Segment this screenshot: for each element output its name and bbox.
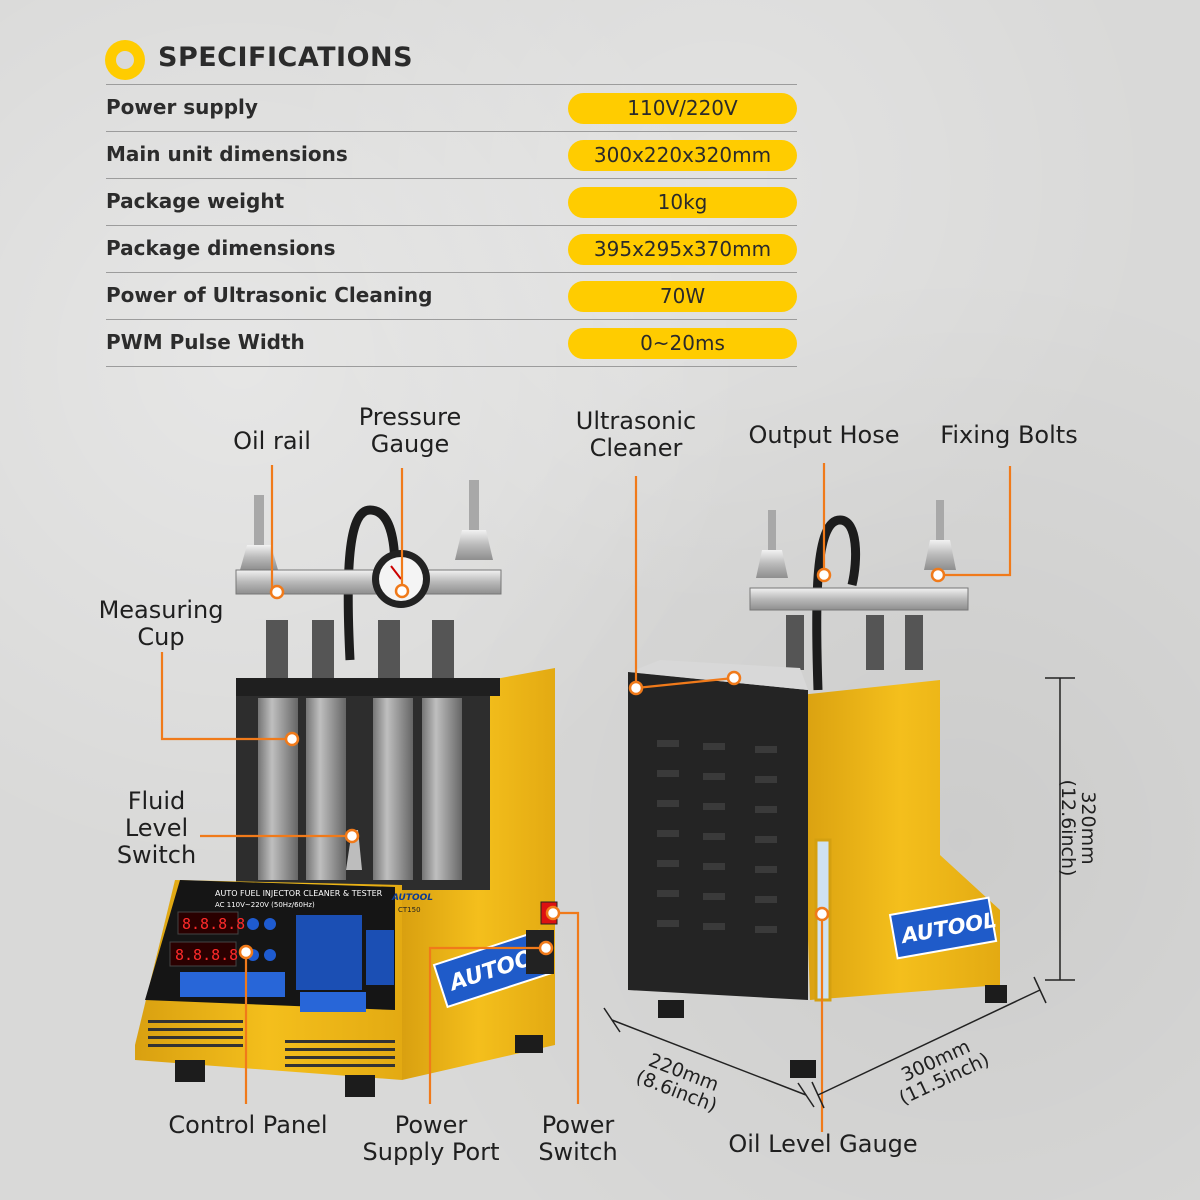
spec-value: 110V/220V xyxy=(568,93,797,124)
cup-tray xyxy=(236,678,500,696)
label-oil-level-gauge: Oil Level Gauge xyxy=(712,1131,934,1158)
label-output-hose: Output Hose xyxy=(736,422,912,449)
label-pressure-gauge: Pressure Gauge xyxy=(340,404,480,458)
label-fixing-bolts: Fixing Bolts xyxy=(928,422,1090,449)
label-text: Fixing Bolts xyxy=(940,421,1078,449)
injector xyxy=(312,620,334,680)
dimension-text: 320mm xyxy=(1077,791,1099,865)
label-text: Gauge xyxy=(370,430,450,458)
foot xyxy=(175,1060,205,1082)
label-text: Cleaner xyxy=(589,434,683,462)
label-control-panel: Control Panel xyxy=(157,1112,339,1139)
label-text: Supply Port xyxy=(362,1138,500,1166)
dimension-text: (12.6inch) xyxy=(1057,779,1079,877)
spec-row: Power supply 110V/220V xyxy=(106,84,797,131)
spec-value: 395x295x370mm xyxy=(568,234,797,265)
label-oil-rail: Oil rail xyxy=(220,428,324,455)
panel-button xyxy=(247,918,259,930)
spec-label: Power supply xyxy=(106,95,258,119)
function-list xyxy=(296,915,362,990)
threaded-rod-left xyxy=(254,495,264,555)
label-oil-rail-text: Oil rail xyxy=(233,427,311,455)
output-hose xyxy=(812,515,861,691)
label-text: Switch xyxy=(538,1138,618,1166)
measuring-cup xyxy=(258,698,298,880)
panel-title: AUTO FUEL INJECTOR CLEANER & TESTER xyxy=(215,889,383,898)
model-tag: CT150 xyxy=(398,906,421,914)
spec-label: Package dimensions xyxy=(106,236,336,260)
spec-label: Package weight xyxy=(106,189,285,213)
spec-label: Main unit dimensions xyxy=(106,142,348,166)
panel-subtitle: AC 110V~220V (50Hz/60Hz) xyxy=(215,901,315,909)
spec-value: 70W xyxy=(568,281,797,312)
label-text: Ultrasonic xyxy=(575,407,697,435)
spec-value: 0~20ms xyxy=(568,328,797,359)
label-text: Power xyxy=(394,1111,468,1139)
panel-button xyxy=(264,949,276,961)
spec-row: Power of Ultrasonic Cleaning 70W xyxy=(106,272,797,319)
specifications-table: Power supply 110V/220V Main unit dimensi… xyxy=(106,84,797,367)
label-power-supply-port: Power Supply Port xyxy=(350,1112,512,1166)
back-logo: AUTOOL xyxy=(888,896,998,960)
injector xyxy=(266,620,288,680)
cone-left xyxy=(240,545,278,570)
spec-row: Package weight 10kg xyxy=(106,178,797,225)
specifications-icon xyxy=(105,40,145,80)
back-vents xyxy=(657,740,777,933)
ultrasonic-cleaner xyxy=(630,660,808,690)
info-panel xyxy=(366,930,394,985)
label-measuring-cup: Measuring Cup xyxy=(90,597,232,651)
label-text: Switch xyxy=(116,841,197,869)
brand-tag: AUTOOL xyxy=(391,893,433,903)
label-text: Control Panel xyxy=(168,1111,328,1139)
label-text: Output Hose xyxy=(748,421,900,449)
function-buttons xyxy=(180,972,285,997)
spec-row: PWM Pulse Width 0~20ms xyxy=(106,319,797,367)
cone-right xyxy=(455,530,493,560)
callout-lines xyxy=(160,463,1012,1132)
measuring-cup xyxy=(422,698,462,880)
injector xyxy=(378,620,400,680)
callout-dots xyxy=(238,567,946,960)
threaded-rod-right xyxy=(469,480,479,560)
label-text: Pressure xyxy=(358,403,462,431)
label-ultrasonic-cleaner: Ultrasonic Cleaner xyxy=(565,408,707,462)
label-text: Cup xyxy=(137,623,185,651)
hose xyxy=(343,505,400,661)
measuring-cup xyxy=(306,698,346,880)
label-text: Level xyxy=(124,814,189,842)
label-fluid-level-switch: Fluid Level Switch xyxy=(105,788,208,869)
spec-label: PWM Pulse Width xyxy=(106,330,305,354)
dimension-lines xyxy=(603,677,1075,1109)
foot xyxy=(515,1035,543,1053)
label-text: Fluid xyxy=(127,787,186,815)
specifications-title: SPECIFICATIONS xyxy=(158,42,414,73)
led-display-bottom: 8.8.8.8 xyxy=(175,946,238,964)
injector xyxy=(432,620,454,680)
spec-value: 10kg xyxy=(568,187,797,218)
label-text: Power xyxy=(541,1111,615,1139)
vent-right xyxy=(285,1040,395,1067)
back-machine: AUTOOL xyxy=(628,500,1007,1078)
label-text: Oil Level Gauge xyxy=(728,1130,918,1158)
label-text: Measuring xyxy=(98,596,224,624)
spec-value: 300x220x320mm xyxy=(568,140,797,171)
measuring-cup xyxy=(373,698,413,880)
foot xyxy=(345,1075,375,1097)
dimension-height: 320mm (12.6inch) xyxy=(1057,778,1099,878)
led-display-top: 8.8.8.8 xyxy=(182,915,245,933)
spec-label: Power of Ultrasonic Cleaning xyxy=(106,283,433,307)
spec-row: Main unit dimensions 300x220x320mm xyxy=(106,131,797,178)
vent-left xyxy=(148,1020,243,1047)
panel-button xyxy=(264,918,276,930)
rail xyxy=(749,587,969,611)
spec-row: Package dimensions 395x295x370mm xyxy=(106,225,797,272)
label-power-switch: Power Switch xyxy=(528,1112,628,1166)
pressure-buttons xyxy=(300,992,366,1012)
